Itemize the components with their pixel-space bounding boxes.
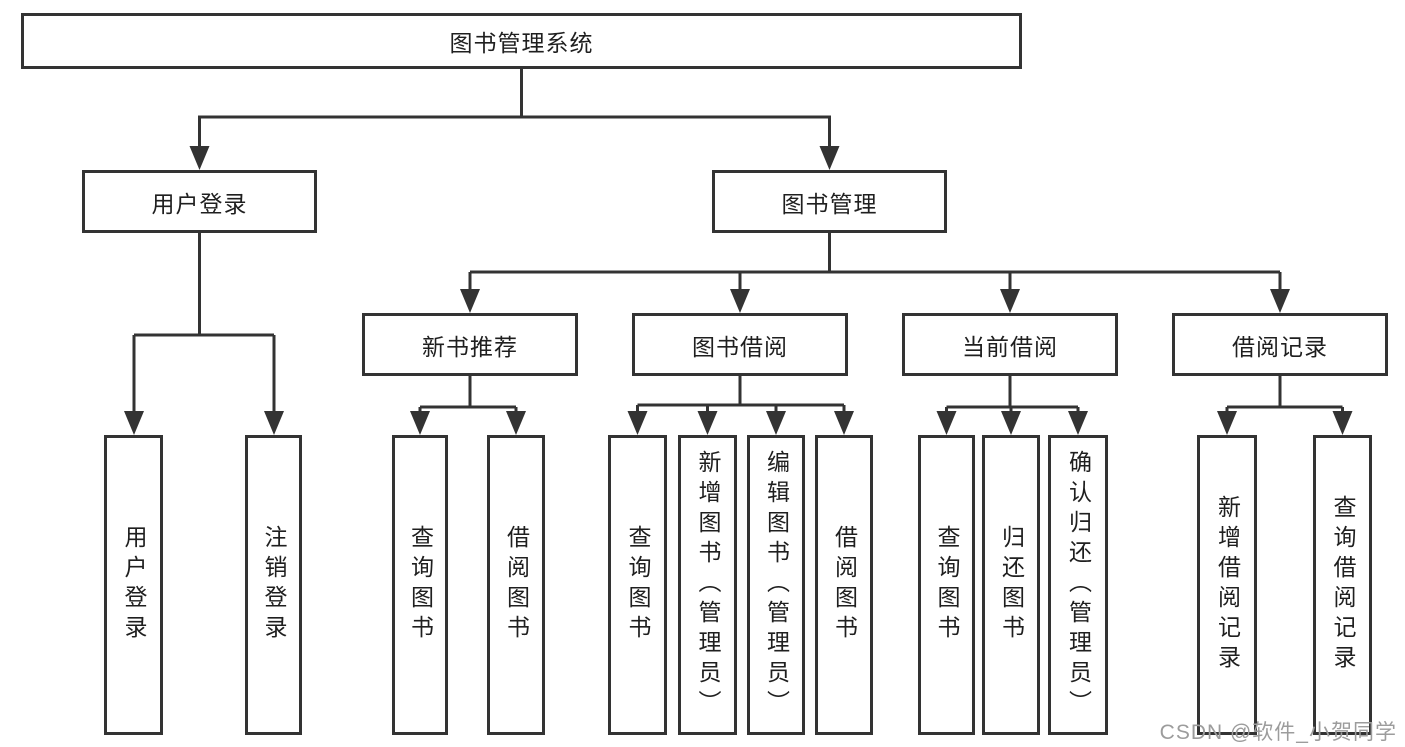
node-borrow-books: 借阅图书	[487, 435, 545, 735]
node-user-login: 用户登录	[82, 170, 317, 233]
node-label: 确认归还（管理员）	[1065, 450, 1092, 720]
node-label: 图书管理	[781, 190, 878, 217]
node-return-books: 归还图书	[982, 435, 1040, 735]
node-user-login-leaf: 用户登录	[104, 435, 163, 735]
node-label: 新增图书（管理员）	[695, 450, 721, 720]
node-add-borrow-record: 新增借阅记录	[1197, 435, 1257, 735]
node-confirm-return-admin: 确认归还（管理员）	[1048, 435, 1108, 735]
node-add-books-admin: 新增图书（管理员）	[678, 435, 737, 735]
node-query-books: 查询图书	[392, 435, 448, 735]
node-label: 查询图书	[407, 525, 434, 645]
node-query-books: 查询图书	[608, 435, 667, 735]
node-label: 借阅记录	[1232, 333, 1328, 360]
node-library-management-system: 图书管理系统	[21, 13, 1022, 69]
node-book-borrow: 图书借阅	[632, 313, 848, 376]
node-label: 新书推荐	[422, 333, 518, 360]
node-label: 新增借阅记录	[1214, 495, 1241, 675]
node-borrow-books: 借阅图书	[815, 435, 873, 735]
node-label: 查询图书	[934, 525, 960, 645]
csdn-watermark: CSDN @软件_小贺同学	[1159, 721, 1397, 744]
node-query-books: 查询图书	[918, 435, 975, 735]
node-label: 借阅图书	[503, 525, 530, 645]
node-label: 借阅图书	[831, 525, 858, 645]
node-new-book-recommend: 新书推荐	[362, 313, 578, 376]
node-label: 编辑图书（管理员）	[763, 450, 790, 720]
node-book-management: 图书管理	[712, 170, 947, 233]
node-label: 用户登录	[151, 190, 248, 217]
node-logout: 注销登录	[245, 435, 302, 735]
node-current-borrow: 当前借阅	[902, 313, 1118, 376]
node-label: 归还图书	[998, 525, 1025, 645]
node-label: 查询图书	[625, 525, 651, 645]
node-label: 注销登录	[261, 525, 287, 645]
node-label: 图书管理系统	[449, 30, 594, 56]
node-borrow-records: 借阅记录	[1172, 313, 1388, 376]
node-label: 当前借阅	[962, 333, 1058, 360]
node-label: 图书借阅	[692, 333, 788, 360]
node-label: 用户登录	[121, 525, 147, 645]
node-label: 查询借阅记录	[1330, 495, 1356, 675]
node-query-borrow-record: 查询借阅记录	[1313, 435, 1372, 735]
node-edit-books-admin: 编辑图书（管理员）	[747, 435, 805, 735]
arrowheads	[124, 146, 1353, 435]
